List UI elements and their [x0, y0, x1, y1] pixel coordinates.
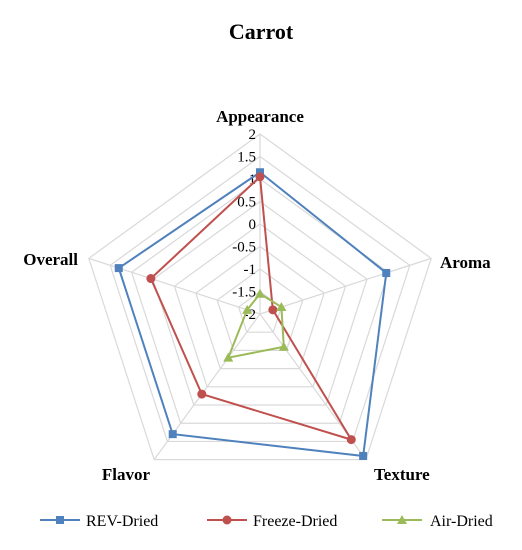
series-line	[226, 292, 285, 360]
axis-label-appearance: Appearance	[216, 107, 304, 126]
data-point	[146, 274, 156, 284]
data-point	[255, 172, 265, 182]
legend-label: REV-Dried	[86, 513, 158, 530]
data-point	[278, 341, 289, 351]
data-point	[397, 515, 407, 524]
data-point	[223, 352, 234, 362]
tick-label: 1.5	[237, 150, 256, 166]
legend-item-freeze-dried: Freeze-Dried	[207, 513, 337, 530]
series-line	[117, 171, 388, 458]
data-point	[359, 451, 368, 460]
data-point	[255, 288, 265, 298]
grid-ring	[88, 133, 432, 461]
data-point	[268, 305, 278, 315]
legend: REV-Dried Freeze-Dried Air-Dried	[40, 513, 493, 530]
series-freeze-dried	[146, 172, 356, 445]
legend-label: Air-Dried	[430, 513, 493, 530]
grid-ring	[216, 268, 304, 352]
data-point	[346, 435, 356, 445]
data-point	[168, 430, 177, 439]
grid-ring	[195, 245, 325, 370]
grid-spoke	[259, 257, 432, 315]
grid-ring	[152, 200, 368, 406]
series	[114, 168, 391, 460]
data-point	[242, 304, 253, 314]
data-point	[114, 264, 123, 273]
grid-ring	[173, 223, 347, 388]
data-point	[382, 268, 391, 277]
axis-label-flavor: Flavor	[102, 465, 151, 484]
data-point	[222, 515, 232, 525]
legend-label: Freeze-Dried	[253, 513, 337, 530]
series-air-dried	[223, 288, 289, 362]
axis-label-aroma: Aroma	[440, 253, 491, 272]
chart-title: Carrot	[229, 19, 294, 44]
tick-label: 1	[249, 172, 257, 188]
tick-label: 0.5	[237, 195, 256, 211]
tick-label: 0	[249, 217, 257, 233]
tick-label: 2	[249, 127, 257, 143]
tick-label: -0.5	[232, 240, 256, 256]
series-line	[149, 174, 354, 442]
data-point	[276, 302, 287, 312]
data-point	[197, 389, 207, 399]
tick-label: -1.5	[232, 285, 256, 301]
legend-item-rev-dried: REV-Dried	[40, 513, 158, 530]
data-point	[56, 516, 64, 524]
axis-label-overall: Overall	[23, 250, 78, 269]
tick-labels: 21.510.50-0.5-1-1.5-2	[232, 127, 256, 323]
axis-label-texture: Texture	[374, 465, 430, 484]
legend-item-air-dried: Air-Dried	[382, 513, 493, 530]
grid-ring	[109, 155, 411, 443]
tick-label: -1	[244, 262, 257, 278]
